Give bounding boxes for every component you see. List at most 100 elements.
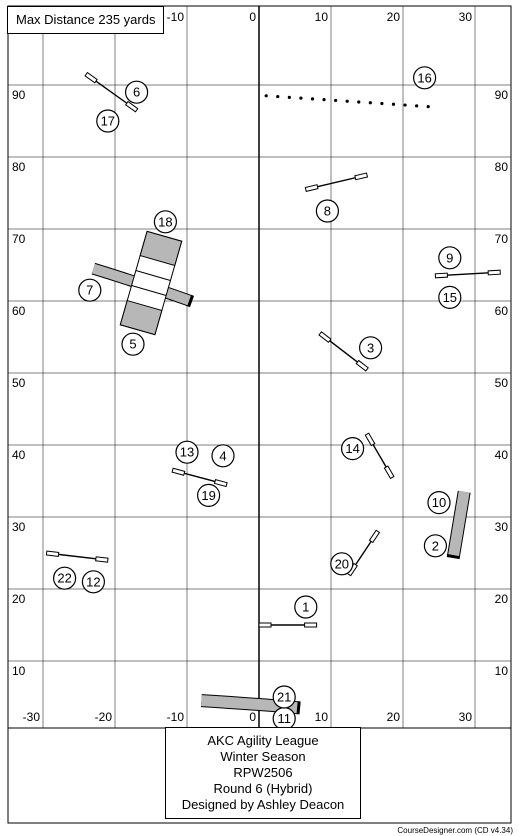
y-tick-label-right: 40 bbox=[495, 448, 509, 462]
title-line: RPW2506 bbox=[233, 765, 293, 780]
x-tick-label-bottom: 0 bbox=[249, 710, 256, 724]
number-circle bbox=[294, 595, 318, 619]
jump-wing bbox=[355, 359, 369, 372]
y-tick-label-right: 50 bbox=[495, 376, 509, 390]
jump-wing bbox=[304, 184, 319, 192]
obstacle-number: 20 bbox=[330, 552, 354, 576]
course-title-block: AKC Agility League Winter Season RPW2506… bbox=[165, 727, 361, 819]
x-tick-label-bottom: 20 bbox=[387, 710, 401, 724]
dog-walk-plank bbox=[119, 230, 183, 336]
plank-divider bbox=[135, 270, 171, 281]
number-circle bbox=[78, 278, 102, 302]
weave-pole bbox=[415, 104, 419, 108]
weave-pole bbox=[299, 96, 303, 100]
number-circle bbox=[330, 552, 354, 576]
y-tick-label-left: 50 bbox=[12, 376, 26, 390]
jump-wing bbox=[171, 467, 186, 476]
number-circle bbox=[359, 336, 383, 360]
y-tick-label-left: 30 bbox=[12, 520, 26, 534]
x-tick-label-top: 20 bbox=[387, 10, 401, 24]
y-tick-label-left: 80 bbox=[12, 160, 26, 174]
y-tick-label-right: 90 bbox=[495, 88, 509, 102]
tunnel bbox=[201, 695, 300, 714]
number-circle bbox=[427, 491, 451, 515]
jump bbox=[364, 432, 395, 480]
x-tick-label-bottom: -30 bbox=[23, 710, 41, 724]
number-label: 10 bbox=[432, 495, 446, 510]
number-label: 18 bbox=[158, 214, 172, 229]
obstacle-number: 10 bbox=[427, 491, 451, 515]
y-tick-label-left: 40 bbox=[12, 448, 26, 462]
number-circle bbox=[423, 534, 447, 558]
plank-divider bbox=[131, 285, 167, 296]
contact-zone-bottom bbox=[119, 299, 163, 336]
weave-pole bbox=[345, 99, 349, 103]
jump bbox=[258, 622, 318, 628]
number-label: 3 bbox=[367, 340, 374, 355]
jump bbox=[318, 331, 369, 372]
number-circle bbox=[272, 685, 296, 709]
weave-pole bbox=[322, 98, 326, 102]
tunnel-entry bbox=[446, 554, 461, 560]
x-tick-label-top: 10 bbox=[315, 10, 329, 24]
number-label: 8 bbox=[324, 204, 331, 219]
number-label: 6 bbox=[133, 85, 140, 100]
number-label: 21 bbox=[277, 690, 291, 705]
weave-pole bbox=[403, 103, 407, 107]
obstacle-number: 8 bbox=[315, 199, 339, 223]
number-label: 2 bbox=[432, 538, 439, 553]
title-line: Winter Season bbox=[220, 749, 306, 764]
x-tick-label-top: -10 bbox=[167, 10, 185, 24]
obstacle-number: 2 bbox=[423, 534, 447, 558]
obstacle-number: 5 bbox=[121, 332, 145, 356]
y-tick-label-left: 20 bbox=[12, 592, 26, 606]
jump-wing bbox=[364, 432, 376, 447]
jump-wing bbox=[213, 478, 228, 488]
tunnel-entry bbox=[187, 294, 195, 308]
obstacle-number: 4 bbox=[211, 444, 235, 468]
obstacle-number: 17 bbox=[96, 109, 120, 133]
obstacle-number: 9 bbox=[438, 246, 462, 270]
number-circle bbox=[81, 570, 106, 594]
obstacle-number: 12 bbox=[81, 570, 106, 594]
jump-wing bbox=[318, 331, 332, 344]
jump-wing bbox=[84, 71, 98, 84]
x-tick-label-bottom: -20 bbox=[95, 710, 113, 724]
weave-pole bbox=[276, 94, 280, 99]
weave-pole bbox=[264, 94, 268, 98]
y-tick-label-left: 60 bbox=[12, 304, 26, 318]
number-circle bbox=[211, 444, 235, 468]
grid bbox=[7, 5, 512, 824]
number-circle bbox=[197, 483, 221, 507]
number-circle bbox=[413, 66, 437, 90]
number-label: 5 bbox=[129, 337, 136, 352]
obstacle-number: 16 bbox=[413, 66, 437, 90]
number-circle bbox=[341, 437, 365, 461]
number-label: 15 bbox=[443, 290, 457, 305]
jumps bbox=[45, 71, 501, 628]
jump-wing bbox=[368, 529, 381, 544]
x-tick-label-top: 0 bbox=[249, 10, 256, 24]
number-label: 4 bbox=[219, 448, 226, 463]
jump bbox=[434, 269, 501, 279]
weave-pole bbox=[334, 98, 338, 103]
weave-pole bbox=[368, 101, 372, 105]
weave-pole bbox=[287, 95, 291, 99]
jump bbox=[45, 550, 109, 563]
number-label: 13 bbox=[180, 445, 194, 460]
x-tick-label-bottom: 30 bbox=[459, 710, 473, 724]
number-label: 11 bbox=[277, 711, 291, 726]
jump bbox=[171, 467, 228, 488]
jump bbox=[304, 172, 369, 192]
jump-wing bbox=[354, 172, 369, 181]
number-label: 14 bbox=[345, 441, 359, 456]
number-label: 12 bbox=[86, 574, 100, 589]
number-label: 22 bbox=[57, 571, 71, 586]
contact-zone-top bbox=[139, 230, 183, 267]
number-label: 7 bbox=[86, 283, 93, 298]
x-tick-label-top: 30 bbox=[459, 10, 473, 24]
title-line: Designed by Ashley Deacon bbox=[181, 797, 345, 812]
weave-pole bbox=[391, 102, 396, 106]
